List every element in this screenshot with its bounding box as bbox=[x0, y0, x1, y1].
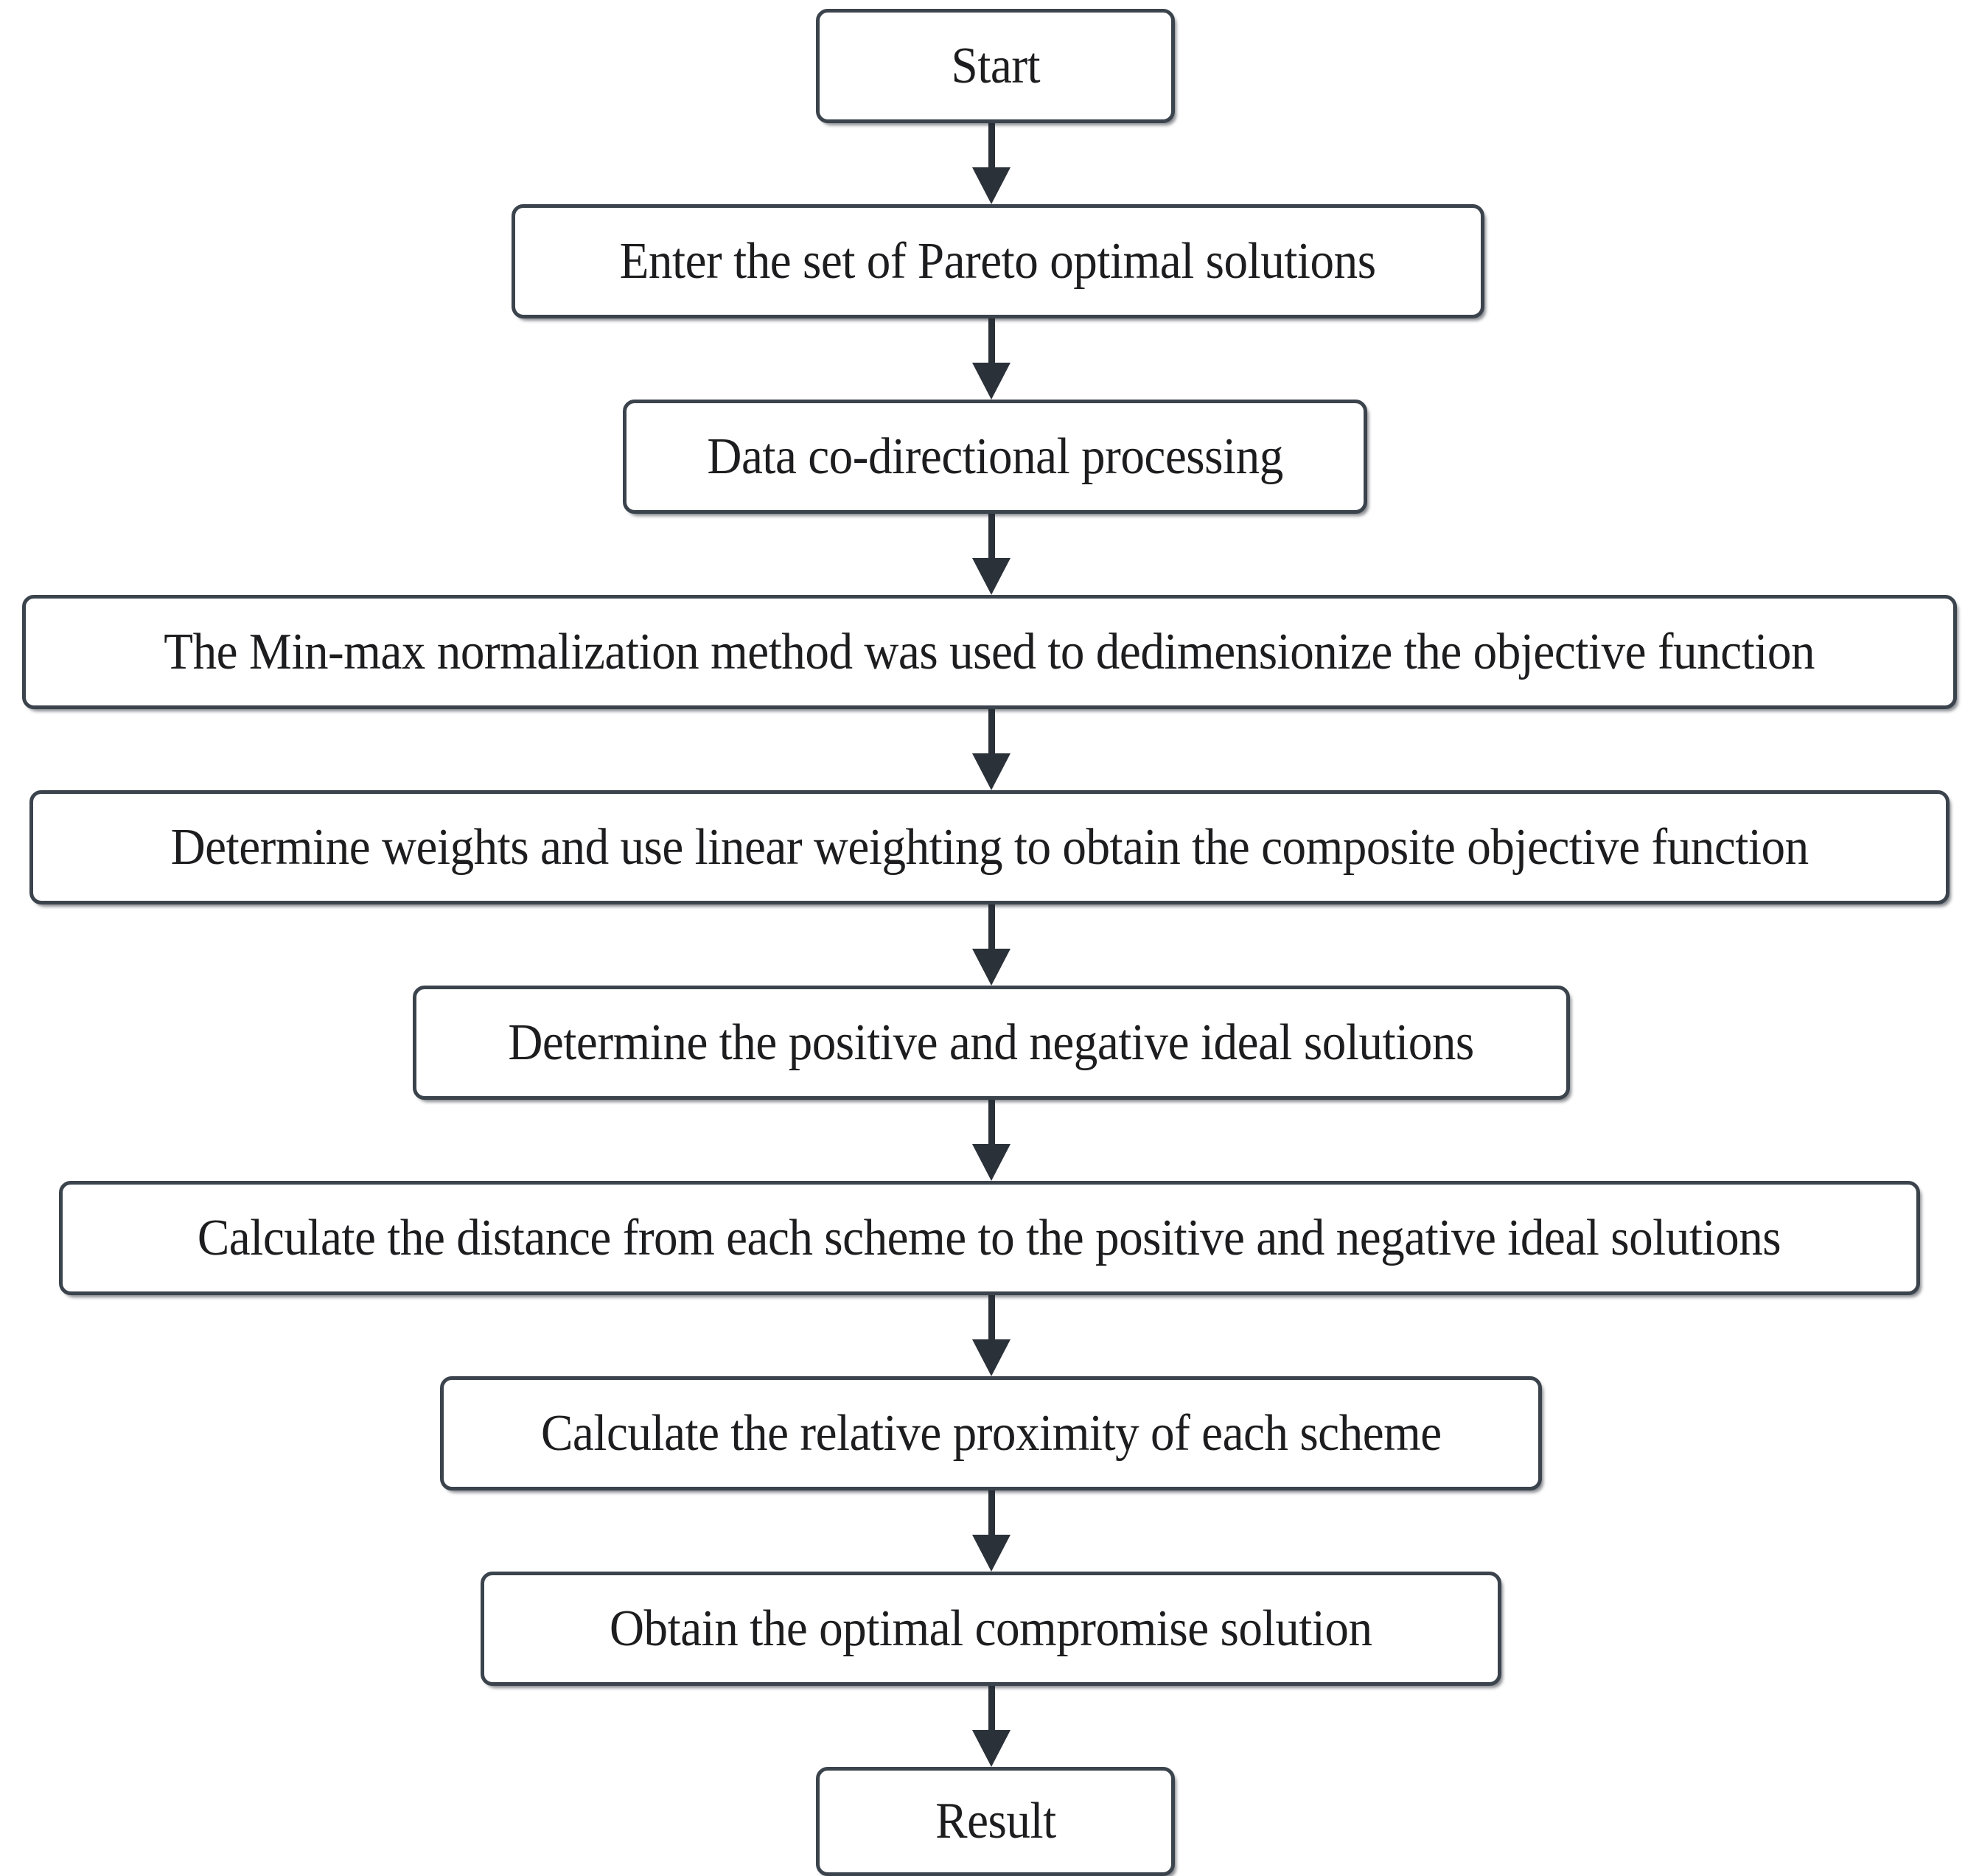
flow-node-label-determine-weights-linear-weighting: Determine weights and use linear weighti… bbox=[170, 818, 1809, 876]
arrowhead-down-icon bbox=[972, 949, 1011, 986]
flow-node-determine-ideal-solutions: Determine the positive and negative idea… bbox=[413, 986, 1570, 1100]
connector-line bbox=[988, 1295, 995, 1339]
flow-node-label-min-max-normalization: The Min-max normalization method was use… bbox=[164, 623, 1815, 680]
connector-enter-pareto-set-to-data-co-directional-processing bbox=[972, 318, 1011, 400]
arrowhead-down-icon bbox=[972, 1339, 1011, 1376]
flow-node-label-result: Result bbox=[935, 1793, 1056, 1850]
flow-node-label-calculate-distance-to-ideal: Calculate the distance from each scheme … bbox=[198, 1209, 1781, 1266]
flow-node-label-enter-pareto-set: Enter the set of Pareto optimal solution… bbox=[620, 232, 1376, 290]
flow-node-min-max-normalization: The Min-max normalization method was use… bbox=[22, 595, 1957, 709]
connector-calculate-relative-proximity-to-obtain-optimal-compromise-solution bbox=[972, 1490, 1011, 1572]
connector-line bbox=[988, 1100, 995, 1144]
arrowhead-down-icon bbox=[972, 363, 1011, 400]
connector-line bbox=[988, 123, 995, 167]
connector-determine-weights-linear-weighting-to-determine-ideal-solutions bbox=[972, 904, 1011, 986]
flow-node-calculate-relative-proximity: Calculate the relative proximity of each… bbox=[440, 1376, 1542, 1490]
flow-node-label-calculate-relative-proximity: Calculate the relative proximity of each… bbox=[540, 1404, 1442, 1462]
flow-node-start: Start bbox=[816, 9, 1175, 123]
flow-node-determine-weights-linear-weighting: Determine weights and use linear weighti… bbox=[29, 790, 1950, 904]
flow-node-label-start: Start bbox=[951, 37, 1040, 94]
arrowhead-down-icon bbox=[972, 167, 1011, 204]
connector-data-co-directional-processing-to-min-max-normalization bbox=[972, 514, 1011, 595]
connector-start-to-enter-pareto-set bbox=[972, 123, 1011, 204]
flow-node-obtain-optimal-compromise-solution: Obtain the optimal compromise solution bbox=[481, 1572, 1501, 1686]
flow-node-data-co-directional-processing: Data co-directional processing bbox=[623, 400, 1367, 514]
connector-determine-ideal-solutions-to-calculate-distance-to-ideal bbox=[972, 1100, 1011, 1181]
connector-calculate-distance-to-ideal-to-calculate-relative-proximity bbox=[972, 1295, 1011, 1376]
arrowhead-down-icon bbox=[972, 1144, 1011, 1181]
connector-line bbox=[988, 1490, 995, 1535]
arrowhead-down-icon bbox=[972, 1535, 1011, 1572]
arrowhead-down-icon bbox=[972, 1730, 1011, 1767]
flow-node-label-data-co-directional-processing: Data co-directional processing bbox=[707, 428, 1283, 485]
connector-min-max-normalization-to-determine-weights-linear-weighting bbox=[972, 709, 1011, 790]
connector-line bbox=[988, 514, 995, 558]
connector-line bbox=[988, 1686, 995, 1730]
connector-line bbox=[988, 904, 995, 949]
flow-node-calculate-distance-to-ideal: Calculate the distance from each scheme … bbox=[59, 1181, 1920, 1295]
flow-node-result: Result bbox=[816, 1767, 1175, 1876]
connector-line bbox=[988, 318, 995, 363]
connector-obtain-optimal-compromise-solution-to-result bbox=[972, 1686, 1011, 1767]
flow-node-label-determine-ideal-solutions: Determine the positive and negative idea… bbox=[508, 1014, 1475, 1071]
flow-node-label-obtain-optimal-compromise-solution: Obtain the optimal compromise solution bbox=[610, 1600, 1372, 1657]
flow-node-enter-pareto-set: Enter the set of Pareto optimal solution… bbox=[512, 204, 1484, 318]
arrowhead-down-icon bbox=[972, 558, 1011, 595]
connector-line bbox=[988, 709, 995, 753]
arrowhead-down-icon bbox=[972, 753, 1011, 790]
